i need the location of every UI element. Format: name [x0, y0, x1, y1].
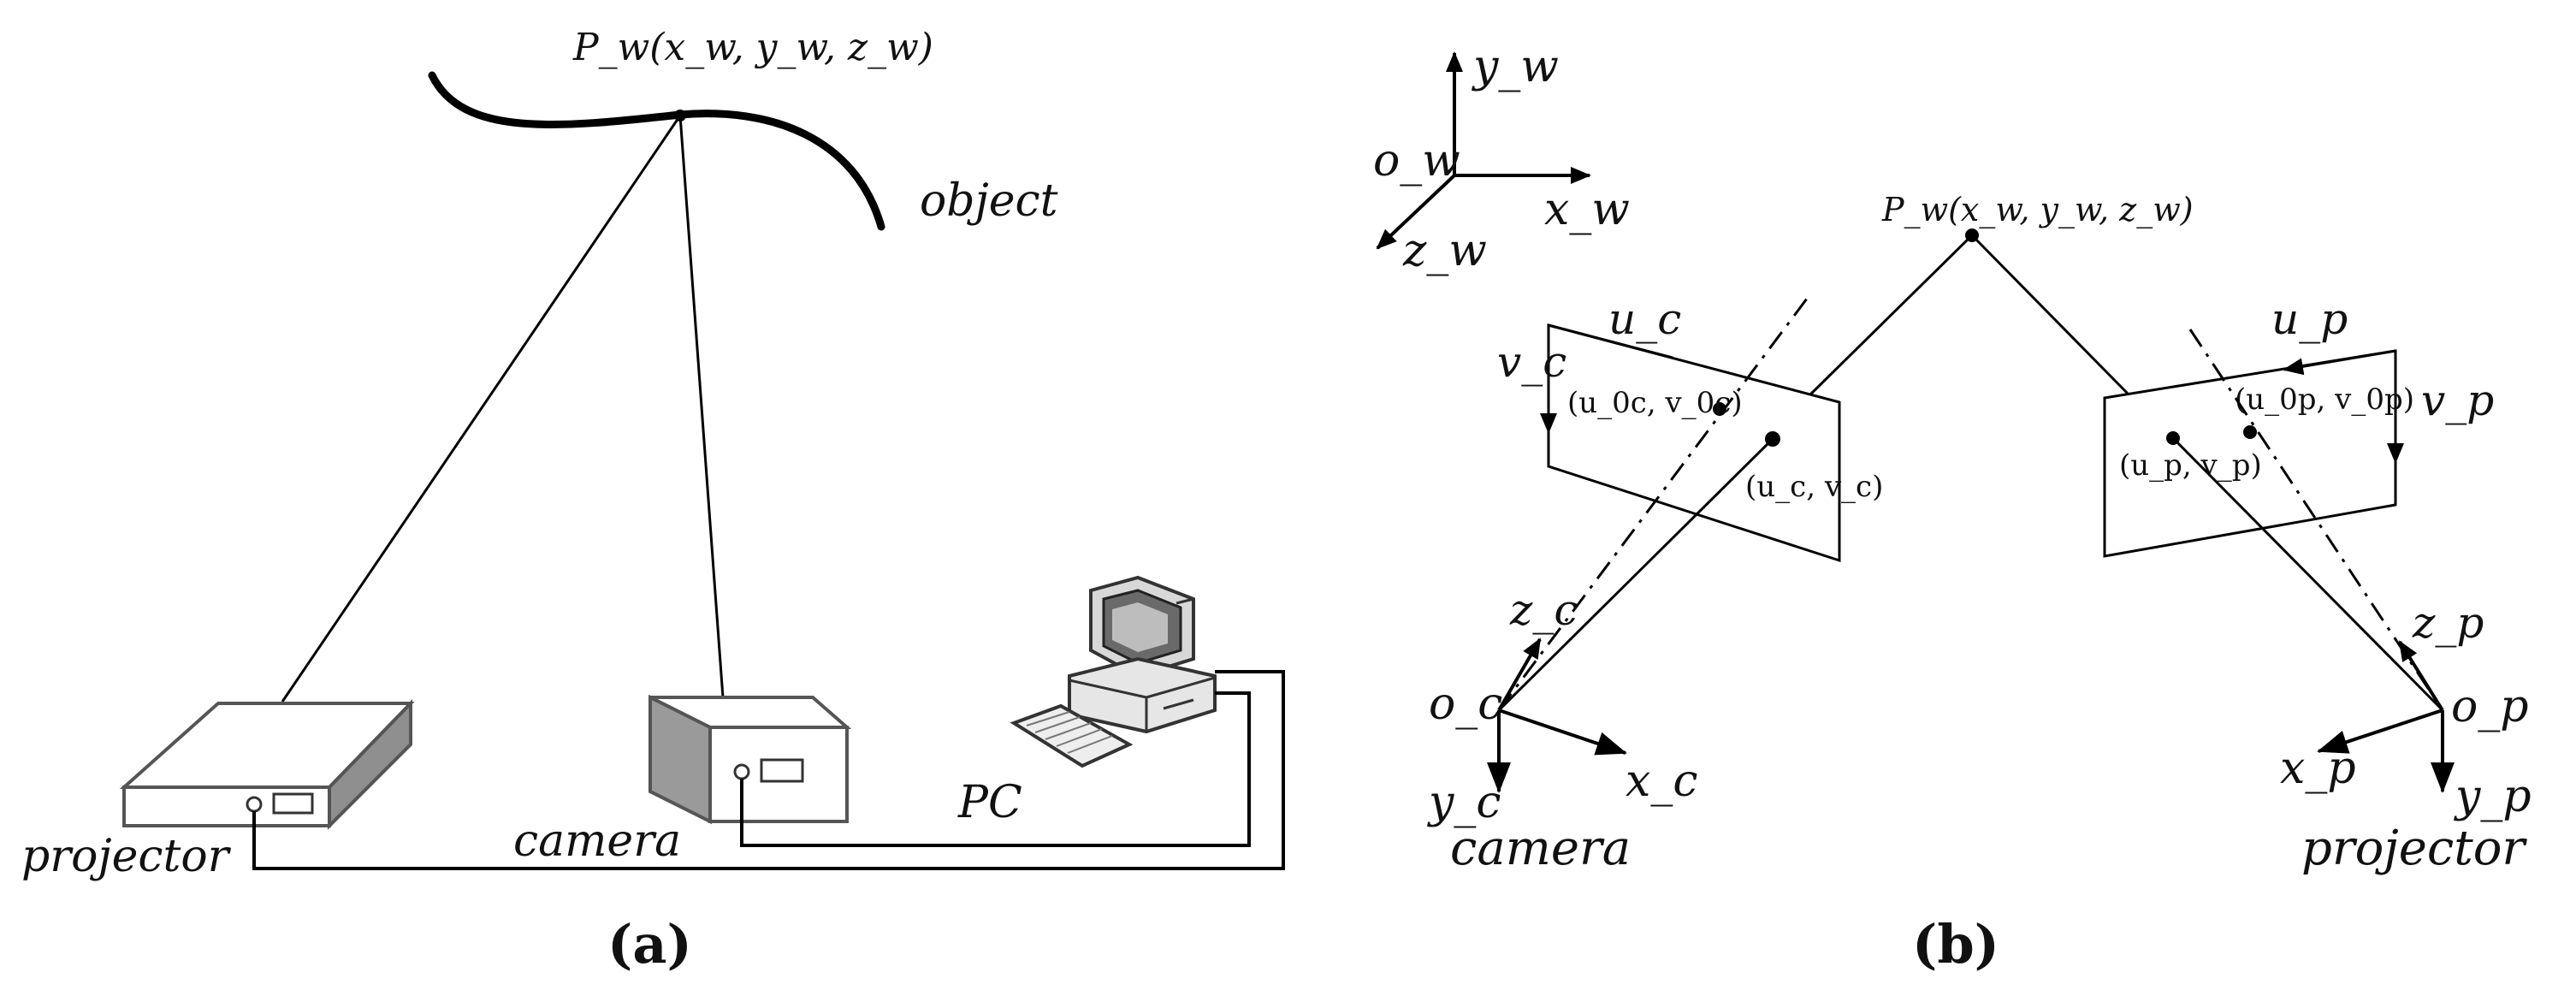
- camera-u-axis: [1548, 323, 1673, 359]
- camera-image-plane: [1547, 323, 1841, 563]
- panel-b: y_w o_w x_w z_w P_w(x_w, y_w, z_w) u_c v…: [1373, 41, 2532, 975]
- projector-u-axis: [2283, 349, 2396, 376]
- world-axes: [1376, 51, 1591, 250]
- world-x-label: x_w: [1544, 184, 1630, 235]
- camera-ray: [1497, 437, 1774, 712]
- camera-principal-label: (u_0c, v_0c): [1567, 386, 1743, 420]
- point-label-b: P_w(x_w, y_w, z_w): [1881, 191, 2194, 229]
- camera-z-label: z_c: [1509, 585, 1578, 635]
- projector-v-label: v_p: [2421, 376, 2494, 425]
- projector-u-label: u_p: [2271, 294, 2348, 344]
- camera-v-label: v_c: [1497, 337, 1566, 387]
- world-z-label: z_w: [1402, 225, 1487, 276]
- camera-label-b: camera: [1450, 821, 1631, 876]
- projector-axes: [2317, 640, 2455, 793]
- cable-projector-pc: [252, 670, 1285, 870]
- projector-principal-point: [2243, 425, 2257, 439]
- camera-y-label: y_c: [1427, 777, 1501, 828]
- projector-y-label: y_p: [2454, 771, 2532, 822]
- projector-point-label: (u_p, v_p): [2119, 448, 2262, 483]
- projector-o-label: o_p: [2451, 681, 2529, 732]
- panel-a-label: (a): [607, 913, 692, 975]
- camera-optical-axis: [1497, 294, 1811, 711]
- projector-principal-label: (u_0p, v_0p): [2235, 382, 2414, 417]
- projector-device: [119, 699, 415, 830]
- camera-o-label: o_c: [1429, 679, 1502, 730]
- ray-to-projector: [281, 115, 682, 703]
- camera-axes: [1487, 637, 1627, 793]
- world-y-label: y_w: [1472, 41, 1559, 92]
- world-o-label: o_w: [1373, 135, 1460, 187]
- projector-label-a: projector: [21, 831, 232, 882]
- object-label: object: [920, 175, 1058, 227]
- panel-a: P_w(x_w, y_w, z_w) object projector came…: [21, 26, 1285, 975]
- panel-b-label: (b): [1912, 913, 1999, 975]
- ray-to-camera: [678, 115, 725, 698]
- camera-label-a: camera: [513, 815, 681, 867]
- camera-x-label: x_c: [1626, 756, 1697, 807]
- ray-pw-camera-plane: [1805, 234, 1974, 400]
- projector-z-label: z_p: [2412, 598, 2484, 648]
- camera-u-label: u_c: [1608, 294, 1681, 344]
- ray-pw-projector-plane: [1970, 234, 2132, 398]
- camera-device: [648, 694, 852, 825]
- pc-label: PC: [957, 777, 1022, 828]
- projector-ray: [2171, 436, 2444, 712]
- camera-point-label: (u_c, v_c): [1745, 470, 1883, 504]
- projector-x-label: x_p: [2280, 743, 2356, 794]
- point-label-a: P_w(x_w, y_w, z_w): [572, 26, 933, 69]
- pc-device: [1010, 575, 1217, 768]
- projector-label-b: projector: [2301, 821, 2527, 876]
- cable-camera-pc: [740, 691, 1251, 847]
